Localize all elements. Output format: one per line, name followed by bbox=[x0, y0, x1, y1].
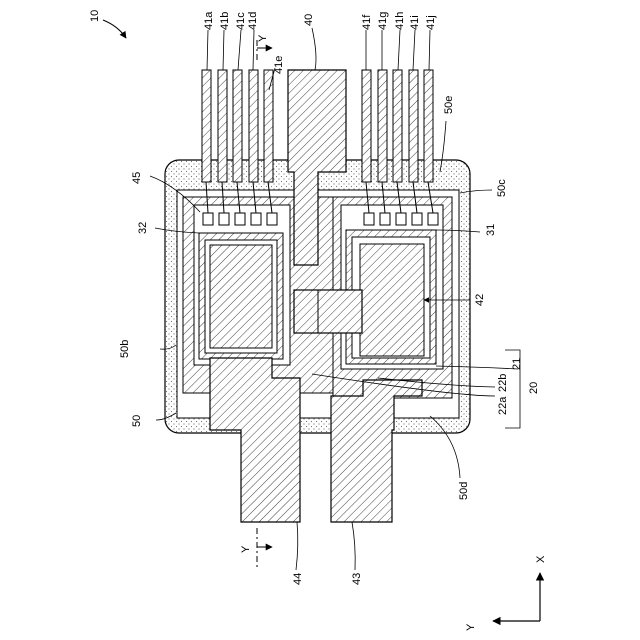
ref-20: 20 bbox=[528, 382, 540, 394]
ref-50: 50 bbox=[131, 415, 143, 427]
lead-44 bbox=[210, 358, 300, 522]
chip-32-core bbox=[210, 245, 272, 348]
ref-10: 10 bbox=[89, 10, 101, 22]
axis-arrows bbox=[493, 573, 540, 621]
ref-41d: 41d bbox=[247, 12, 259, 30]
ref-22b: 22b bbox=[497, 374, 509, 392]
ref-41f: 41f bbox=[361, 14, 373, 30]
figure-arrow bbox=[103, 20, 126, 38]
ref-21: 21 bbox=[511, 358, 523, 370]
ref-41a: 41a bbox=[203, 11, 215, 30]
ref-50d: 50d bbox=[458, 482, 470, 500]
ref-50e: 50e bbox=[443, 96, 455, 114]
ref-41h: 41h bbox=[394, 12, 406, 30]
ref-41c: 41c bbox=[235, 12, 247, 30]
ref-42: 42 bbox=[474, 294, 486, 306]
ref-41i: 41i bbox=[409, 15, 421, 30]
chip-31-core bbox=[360, 244, 424, 356]
ref-45: 45 bbox=[131, 172, 143, 184]
ref-43: 43 bbox=[351, 573, 363, 585]
ref-50c: 50c bbox=[496, 179, 508, 197]
section-mark-bottom: Y bbox=[240, 545, 252, 553]
ref-40: 40 bbox=[303, 14, 315, 26]
ref-41j: 41j bbox=[425, 15, 437, 30]
axis-y-label: Y bbox=[465, 623, 477, 631]
ref-41e: 41e bbox=[273, 56, 285, 74]
ref-41g: 41g bbox=[377, 12, 389, 30]
ref-41b: 41b bbox=[219, 12, 231, 30]
ref-44: 44 bbox=[292, 573, 304, 585]
ref-50b: 50b bbox=[119, 340, 131, 358]
ref-22a: 22a bbox=[497, 396, 509, 415]
ref-32: 32 bbox=[137, 222, 149, 234]
connector-42 bbox=[294, 290, 362, 333]
axis-x-label: X bbox=[535, 555, 547, 563]
ref-31: 31 bbox=[485, 224, 497, 236]
section-mark-top: Y bbox=[257, 34, 269, 42]
